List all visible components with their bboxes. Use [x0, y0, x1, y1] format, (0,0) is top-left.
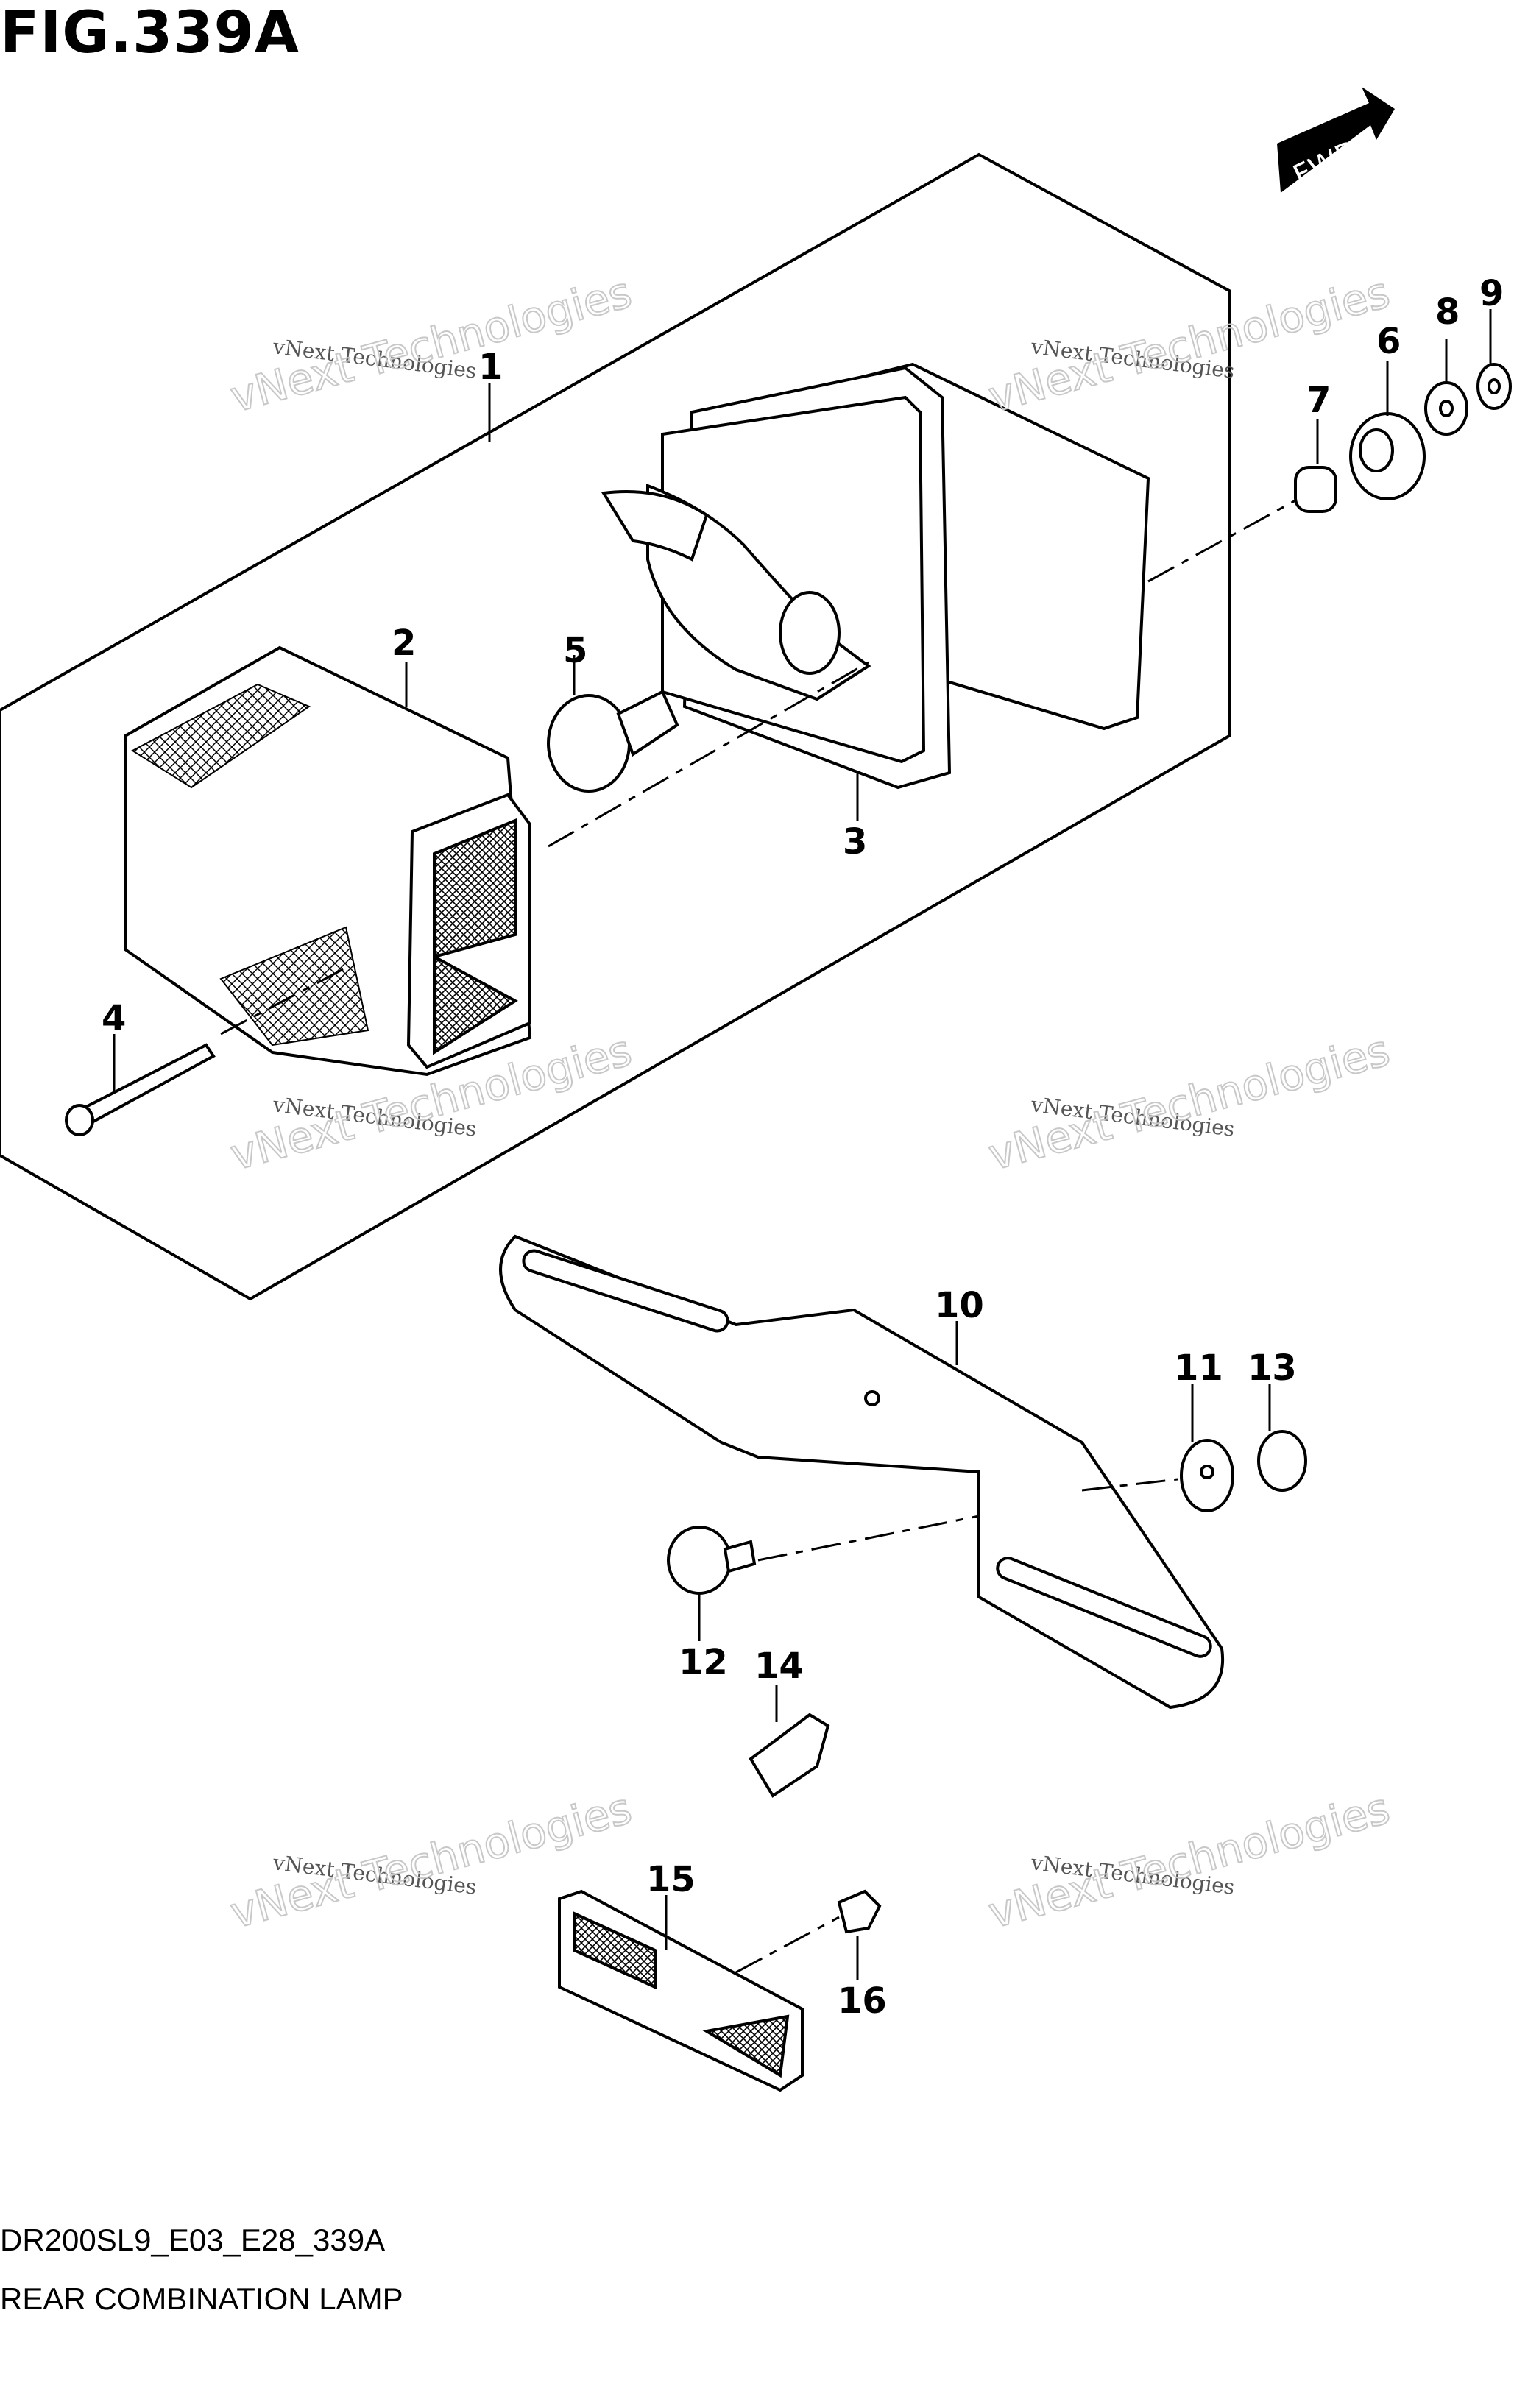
- callout-8: 8: [1435, 291, 1460, 333]
- figure-title: FIG.339A: [0, 0, 300, 66]
- callout-10: 10: [935, 1285, 984, 1326]
- lamp-lens-2: [124, 645, 532, 1077]
- callout-15: 15: [646, 1859, 696, 1900]
- callout-3: 3: [843, 821, 867, 863]
- callout-13: 13: [1248, 1348, 1297, 1389]
- nut-16: [837, 1889, 882, 1934]
- forward-direction-arrow: FWD: [1277, 87, 1395, 194]
- leader-lines: [113, 309, 1492, 1980]
- callout-12: 12: [679, 1642, 728, 1683]
- reflector-15: [558, 1889, 804, 2092]
- screw-12: [667, 1526, 757, 1595]
- assembly-outline-1: [0, 152, 1231, 1301]
- callout-5: 5: [563, 630, 587, 671]
- callout-11: 11: [1174, 1348, 1223, 1389]
- lamp-housing-3: [601, 362, 1150, 790]
- callout-7: 7: [1306, 380, 1331, 421]
- callout-labels: 1 2 3 4 5 6 7 8 9 10 11 13 12 14 15 16: [102, 273, 1504, 2022]
- callout-14: 14: [754, 1646, 804, 1687]
- grommet-6: [1349, 412, 1426, 500]
- figure-code: DR200SL9_E03_E28_339A: [0, 2223, 386, 2257]
- washer-11: [1180, 1439, 1234, 1512]
- callout-1: 1: [478, 347, 503, 388]
- nut-9: [1476, 363, 1512, 410]
- callout-4: 4: [102, 998, 126, 1039]
- nut-13: [1257, 1430, 1307, 1492]
- bracket-10: [499, 1234, 1225, 1710]
- washer-8: [1424, 381, 1468, 436]
- callout-2: 2: [392, 623, 416, 664]
- callout-6: 6: [1376, 321, 1401, 362]
- clip-14: [749, 1713, 830, 1798]
- screw-4: [65, 1043, 216, 1136]
- callout-9: 9: [1479, 273, 1504, 314]
- callout-16: 16: [838, 1980, 887, 2022]
- bulb-5: [547, 690, 679, 793]
- collar-7: [1294, 466, 1337, 513]
- figure-name: REAR COMBINATION LAMP: [0, 2281, 403, 2316]
